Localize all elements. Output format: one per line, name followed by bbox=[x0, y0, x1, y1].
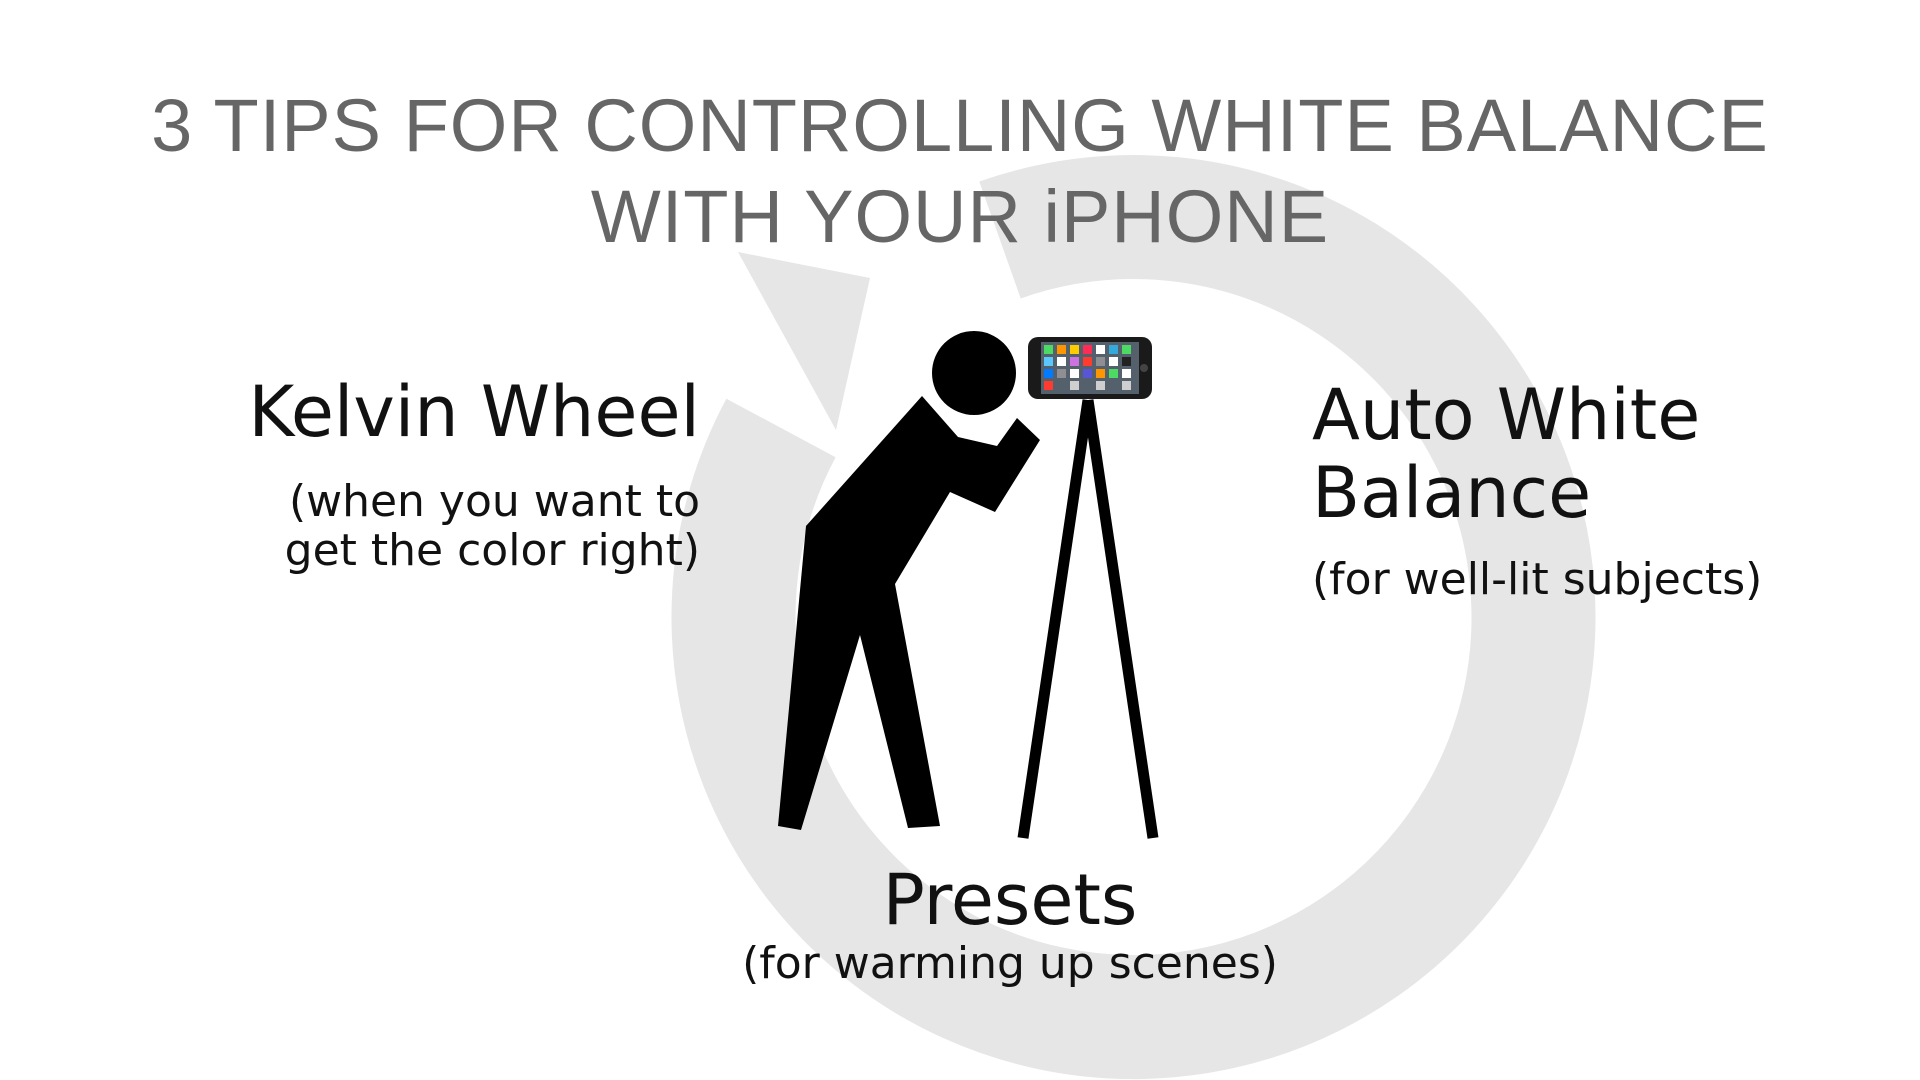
tip-presets: Presets (for warming up scenes) bbox=[660, 859, 1360, 989]
photographer-figure-icon bbox=[778, 331, 1040, 830]
tip-heading: Kelvin Wheel bbox=[248, 371, 700, 453]
tripod-icon bbox=[1017, 399, 1159, 839]
iphone-icon bbox=[1028, 337, 1152, 399]
cycle-arrow-icon bbox=[671, 155, 1596, 1080]
page-title-line-1: 3 TIPS FOR CONTROLLING WHITE BALANCE bbox=[151, 84, 1769, 167]
tip-auto-white-balance: Auto White Balance (for well-lit subject… bbox=[1312, 376, 1912, 604]
tip-note: (for warming up scenes) bbox=[742, 938, 1278, 989]
tip-heading: Presets bbox=[882, 859, 1138, 941]
tip-note-line: (when you want to bbox=[288, 476, 700, 527]
tip-heading: Auto White Balance bbox=[1312, 376, 1912, 533]
tip-heading-line: Auto White bbox=[1312, 374, 1701, 456]
tip-note: (when you want to get the color right) bbox=[200, 477, 700, 576]
page-title-line-2: WITH YOUR iPHONE bbox=[590, 175, 1330, 258]
tip-heading-line: Balance bbox=[1312, 452, 1592, 535]
tip-note: (for well-lit subjects) bbox=[1312, 553, 1763, 605]
tip-kelvin-wheel: Kelvin Wheel (when you want to get the c… bbox=[200, 374, 700, 576]
tip-note-line: get the color right) bbox=[284, 525, 700, 577]
